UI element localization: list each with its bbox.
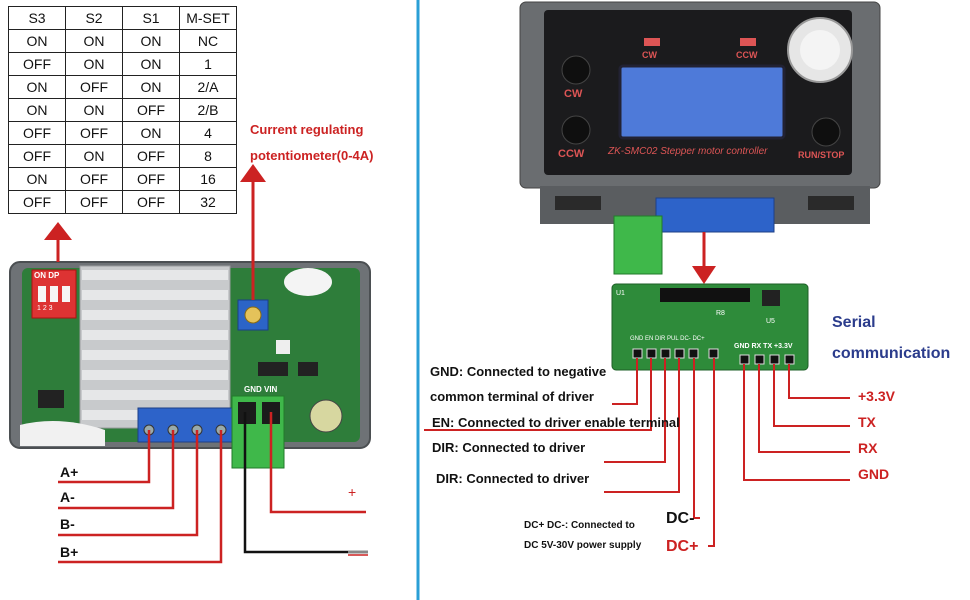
pot-label-line1: Current regulating: [250, 122, 364, 137]
table-cell: 16: [179, 167, 237, 191]
wire-label-b-minus: B-: [60, 516, 75, 532]
motor-wires: [58, 412, 366, 564]
cw-button-label: CW: [564, 88, 583, 100]
en-label: EN: Connected to driver enable terminal: [432, 415, 680, 430]
table-cell: OFF: [65, 190, 123, 214]
white-lump: [20, 421, 105, 446]
lcd-screen: [618, 64, 786, 140]
dir-label-1: DIR: Connected to driver: [432, 440, 586, 455]
table-row: OFF OFF OFF 32: [8, 190, 237, 214]
cw-led-label: CW: [642, 50, 657, 60]
controller-power-plug: [613, 215, 663, 275]
table-cell: OFF: [8, 52, 66, 76]
table-cell: OFF: [65, 75, 123, 99]
wire-label-b-plus: B+: [60, 544, 79, 560]
ccw-led-label: CCW: [736, 50, 758, 60]
ccw-button: [561, 115, 591, 145]
table-cell: 2/A: [179, 75, 237, 99]
dc-label-line1: DC+ DC-: Connected to: [524, 520, 635, 531]
motor-terminal: [137, 407, 235, 443]
wire-label-a-plus: A+: [60, 464, 79, 480]
dc-minus-label: DC-: [666, 510, 695, 527]
u5-silk: U5: [766, 318, 775, 325]
ccw-led: [740, 38, 756, 46]
dip-header-cell: S3: [8, 6, 66, 30]
table-cell: ON: [8, 167, 66, 191]
serial-silk: GND RX TX +3.3V: [734, 343, 793, 350]
table-cell: OFF: [122, 190, 180, 214]
pin-rx-label: RX: [858, 440, 878, 456]
table-cell: ON: [65, 98, 123, 122]
serial-label-line1: Serial: [832, 314, 876, 331]
u1-silk: U1: [616, 290, 625, 297]
dip-header-cell: M-SET: [179, 6, 237, 30]
white-cap: [284, 268, 332, 296]
dir-label-2: DIR: Connected to driver: [436, 471, 590, 486]
pcb-wires: [424, 358, 850, 547]
plus-sign: +: [348, 484, 357, 500]
header-silk: GND EN DIR PUL DC- DC+: [630, 336, 705, 342]
dip-numbers: 1 2 3: [37, 305, 53, 312]
pot-arrow: [240, 164, 266, 300]
controller-terminal: [655, 197, 775, 233]
dip-table-header: S3 S2 S1 M-SET: [8, 6, 237, 30]
table-row: ON ON OFF 2/B: [8, 98, 237, 122]
gnd-label-line1: GND: Connected to negative: [430, 364, 607, 379]
pin-gnd-label: GND: [858, 466, 890, 482]
table-cell: ON: [65, 52, 123, 76]
heatsink: [79, 265, 231, 429]
ribbon-connector: [660, 288, 750, 302]
table-cell: NC: [179, 29, 237, 53]
table-cell: OFF: [122, 167, 180, 191]
run-stop-button: [811, 117, 841, 147]
dip-label: ON DP: [34, 271, 60, 280]
gnd-label-line2: common terminal of driver: [430, 389, 594, 404]
pin-33-label: +3.3V: [858, 388, 895, 404]
dc-label-line2: DC 5V-30V power supply: [524, 540, 642, 551]
table-row: ON ON ON NC: [8, 29, 237, 53]
table-cell: OFF: [8, 190, 66, 214]
table-cell: OFF: [65, 121, 123, 145]
interface-pcb: [611, 283, 809, 371]
dip-switch-table: S3 S2 S1 M-SET ON ON ON NC OFF ON ON 1 O…: [8, 6, 237, 214]
terminal-label: GND VIN: [244, 385, 278, 394]
driver-board: [9, 261, 371, 469]
wire-label-a-minus: A-: [60, 489, 75, 505]
run-stop-label: RUN/STOP: [798, 150, 845, 160]
dc-plus-label: DC+: [666, 538, 699, 555]
table-row: OFF ON ON 1: [8, 52, 237, 76]
gnd-wire: [243, 412, 348, 554]
pin-tx-label: TX: [858, 414, 876, 430]
cw-led: [644, 38, 660, 46]
dip-header-cell: S2: [65, 6, 123, 30]
r8-silk: R8: [716, 310, 725, 317]
controller-unit: [519, 1, 881, 275]
table-cell: ON: [122, 29, 180, 53]
controller-arrow: [692, 232, 716, 284]
table-cell: ON: [122, 52, 180, 76]
serial-label-line2: communication: [832, 345, 951, 362]
model-text: ZK-SMC02 Stepper motor controller: [608, 146, 768, 157]
dip-arrow: [44, 222, 72, 262]
pot-label-line2: potentiometer(0-4A): [250, 148, 374, 163]
table-cell: 32: [179, 190, 237, 214]
ccw-button-label: CCW: [558, 148, 585, 160]
cw-button: [561, 55, 591, 85]
capacitor: [309, 399, 343, 433]
table-cell: OFF: [122, 98, 180, 122]
